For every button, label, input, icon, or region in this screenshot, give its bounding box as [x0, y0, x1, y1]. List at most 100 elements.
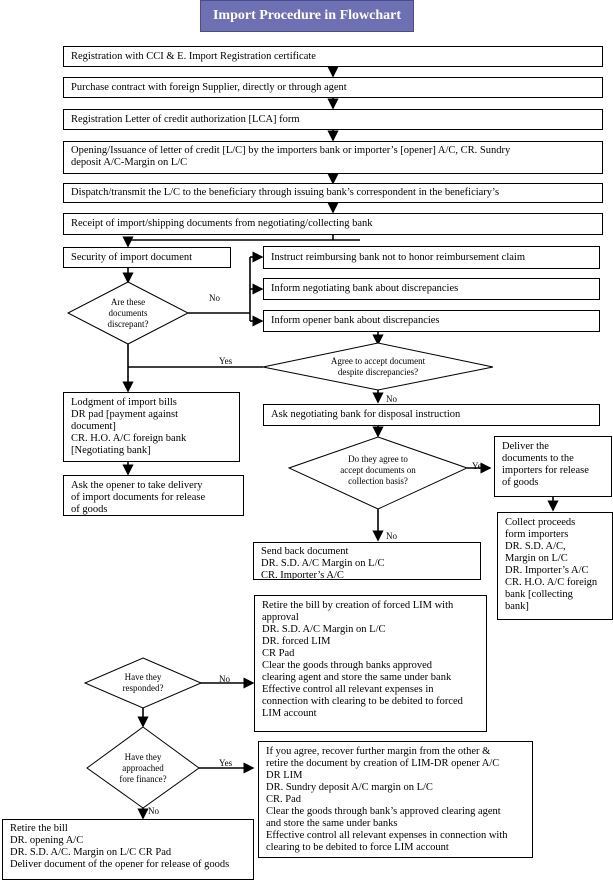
- step-ask-opener-line-2: of import documents for release: [71, 492, 206, 503]
- decision-collection-basis-shape: [287, 436, 469, 510]
- label-no-responded: No: [219, 674, 230, 684]
- step-collect-proceeds: Collect proceeds form importers DR. S.D.…: [497, 512, 613, 620]
- step-retire-forced-line-8: Effective control all relevant expenses …: [262, 684, 434, 695]
- step-send-back-line-3: CR. Importer’s A/C: [261, 570, 344, 580]
- decision-discrepant-line-2: documents: [108, 307, 148, 318]
- decision-collection-basis: Do they agree to accept documents on col…: [318, 453, 438, 487]
- step-deliver-documents: Deliver the documents to the importers f…: [494, 436, 612, 497]
- step-if-agree-line-2: retire the document by creation of LIM-D…: [266, 758, 500, 769]
- step-if-agree-line-7: and store the same under banks: [266, 818, 398, 829]
- step-if-agree-line-3: DR LIM: [266, 770, 303, 781]
- step-if-agree-line-5: CR. Pad: [266, 794, 302, 805]
- label-yes-approached: Yes: [219, 758, 233, 768]
- decision-discrepant-line-1: Are these: [110, 296, 146, 307]
- step-retire-forced-line-5: CR Pad: [262, 648, 295, 659]
- decision-responded-shape: [83, 657, 203, 709]
- step-deliver-line-1: Deliver the: [502, 441, 549, 452]
- page-title: Import Procedure in Flowchart: [200, 0, 414, 32]
- step-lca-registration: Registration Letter of credit authorizat…: [63, 109, 603, 130]
- decision-agree-accept-line-2: despite discrepancies?: [337, 367, 419, 377]
- step-send-back-line-2: DR. S.D. A/C Margin on L/C: [261, 558, 385, 569]
- label-yes-agree-accept: Yes: [219, 356, 233, 366]
- decision-approached-line-1: Have they: [124, 751, 162, 762]
- step-send-back-document: Send back document DR. S.D. A/C Margin o…: [253, 542, 481, 580]
- step-lodgment-line-5: [Negotiating bank]: [71, 445, 151, 456]
- step-inform-opener-bank: Inform opener bank about discrepancies: [263, 310, 600, 332]
- step-collect-line-7: bank [collecting: [505, 589, 573, 600]
- step-if-agree-line-1: If you agree, recover further margin fro…: [266, 746, 491, 757]
- step-deliver-line-3: importers for release: [502, 465, 589, 476]
- step-ask-opener-line-1: Ask the opener to take delivery: [71, 480, 203, 491]
- step-if-agree-line-6: Clear the goods through bank’s approved …: [266, 806, 501, 817]
- step-send-back-line-1: Send back document: [261, 546, 349, 557]
- label-yes-collection: Yes: [472, 461, 486, 471]
- label-no-collection: No: [386, 531, 397, 541]
- decision-approached-line-2: approached: [122, 762, 164, 773]
- step-dispatch-lc: Dispatch/transmit the L/C to the benefic…: [63, 183, 603, 203]
- step-retire-forced-line-10: LIM account: [262, 708, 317, 719]
- step-retire-bill: Retire the bill DR. opening A/C DR. S.D.…: [2, 819, 254, 880]
- decision-discrepant: Are these documents discrepant?: [88, 296, 168, 330]
- step-retire-forced-line-7: clearing agent and store the same under …: [262, 672, 452, 683]
- step-collect-line-4: Margin on L/C: [505, 553, 568, 564]
- step-retire-forced-line-2: approval: [262, 612, 299, 623]
- decision-approached: Have they approached fore finance?: [108, 751, 178, 785]
- decision-responded-line-2: responded?: [122, 683, 164, 693]
- decision-approached-shape: [86, 726, 200, 809]
- step-receipt-documents: Receipt of import/shipping documents fro…: [63, 213, 603, 235]
- step-if-agree-line-4: DR. Sundry deposit A/C margin on L/C: [266, 782, 433, 793]
- step-retire-forced-line-4: DR. forced LIM: [262, 636, 331, 647]
- step-deliver-line-4: of goods: [502, 477, 539, 488]
- step-lodgment-line-3: document]: [71, 421, 116, 432]
- step-lc-opening-line-1: Opening/Issuance of letter of credit [L/…: [71, 145, 511, 156]
- step-ask-opener: Ask the opener to take delivery of impor…: [63, 475, 244, 516]
- step-deliver-line-2: documents to the: [502, 453, 574, 464]
- decision-collection-line-1: Do they agree to: [348, 453, 408, 464]
- label-no-approached: No: [148, 806, 159, 816]
- step-retire-forced-line-3: DR. S.D. A/C Margin on L/C: [262, 624, 386, 635]
- step-lc-opening: Opening/Issuance of letter of credit [L/…: [63, 141, 603, 174]
- decision-collection-line-3: collection basis?: [348, 475, 408, 486]
- step-if-agree-line-8: Effective control all relevant expenses …: [266, 830, 508, 841]
- step-if-agree-line-9: clearing to be debited to force LIM acco…: [266, 842, 449, 853]
- step-collect-line-6: CR. H.O. A/C foreign: [505, 577, 598, 588]
- step-ask-opener-line-3: of goods: [71, 504, 108, 515]
- decision-discrepant-shape: [66, 281, 190, 345]
- decision-responded: Have they responded?: [108, 671, 178, 695]
- decision-approached-line-3: fore finance?: [119, 773, 167, 784]
- step-retire-forced-lim: Retire the bill by creation of forced LI…: [254, 595, 487, 732]
- step-inform-negotiating-bank: Inform negotiating bank about discrepanc…: [263, 278, 600, 300]
- decision-collection-line-2: accept documents on: [340, 464, 416, 475]
- step-lodgment-line-1: Lodgment of import bills: [71, 397, 177, 408]
- step-retire-bill-line-4: Deliver document of the opener for relea…: [10, 859, 230, 870]
- label-no-discrepant: No: [209, 293, 220, 303]
- step-registration: Registration with CCI & E. Import Regist…: [63, 46, 603, 67]
- step-retire-bill-line-1: Retire the bill: [10, 823, 68, 834]
- decision-agree-accept-shape: [262, 342, 494, 391]
- step-lodgment-line-2: DR pad [payment against: [71, 409, 179, 420]
- step-collect-line-2: form importers: [505, 529, 569, 540]
- decision-discrepant-line-3: discrepant?: [107, 318, 149, 329]
- label-no-agree-accept: No: [386, 394, 397, 404]
- step-purchase-contract: Purchase contract with foreign Supplier,…: [63, 77, 603, 98]
- step-ask-negotiating-bank: Ask negotiating bank for disposal instru…: [263, 404, 600, 426]
- step-collect-line-1: Collect proceeds: [505, 517, 576, 528]
- step-collect-line-3: DR. S.D. A/C,: [505, 541, 566, 552]
- step-collect-line-8: bank]: [505, 601, 529, 612]
- step-collect-line-5: DR. Importer’s A/C: [505, 565, 589, 576]
- step-retire-forced-line-9: connection with clearing to be debited t…: [262, 696, 463, 707]
- decision-agree-accept-line-1: Agree to accept document: [330, 356, 426, 366]
- decision-agree-accept: Agree to accept document despite discrep…: [308, 355, 448, 379]
- step-retire-forced-line-6: Clear the goods through banks approved: [262, 660, 433, 671]
- step-lodgment-line-4: CR. H.O. A/C foreign bank: [71, 433, 187, 444]
- step-retire-bill-line-2: DR. opening A/C: [10, 835, 84, 846]
- step-lodgment: Lodgment of import bills DR pad [payment…: [63, 392, 240, 462]
- step-security-document: Security of import document: [63, 247, 231, 268]
- decision-responded-line-1: Have they: [124, 672, 162, 682]
- step-retire-forced-line-1: Retire the bill by creation of forced LI…: [262, 600, 454, 611]
- step-instruct-reimbursing-bank: Instruct reimbursing bank not to honor r…: [263, 246, 600, 269]
- step-if-you-agree: If you agree, recover further margin fro…: [258, 741, 533, 858]
- step-lc-opening-line-2: deposit A/C-Margin on L/C: [71, 157, 188, 168]
- step-retire-bill-line-3: DR. S.D. A/C. Margin on L/C CR Pad: [10, 847, 172, 858]
